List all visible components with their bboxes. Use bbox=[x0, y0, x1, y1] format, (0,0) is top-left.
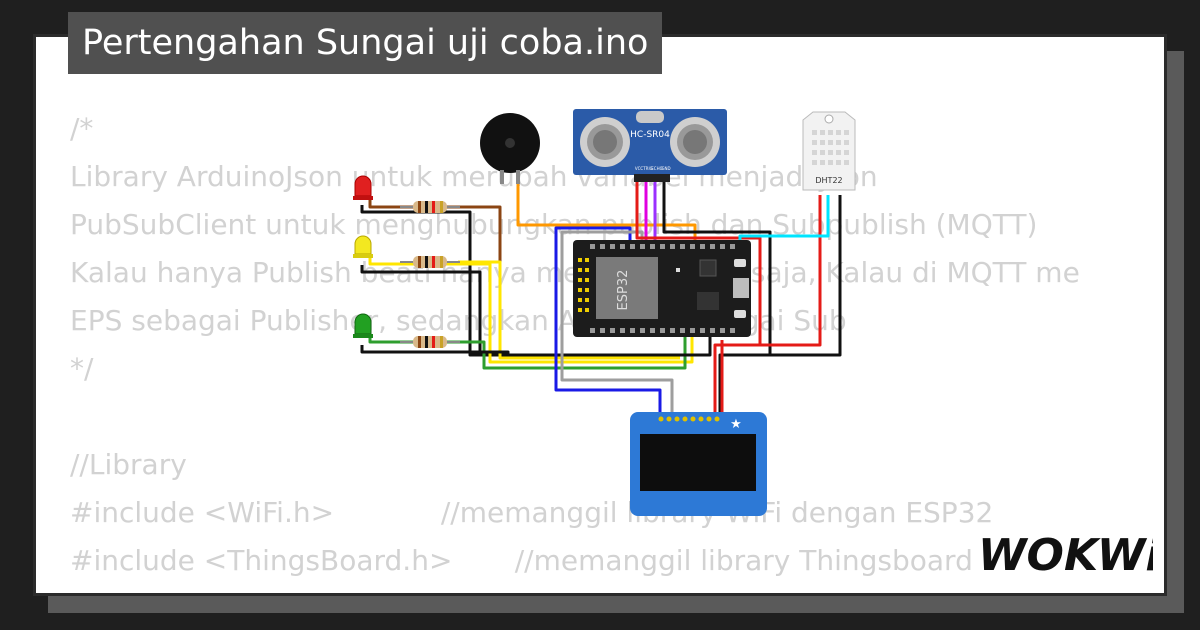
dht22-sensor: DHT22 bbox=[802, 111, 856, 191]
code-line: #include <DHT.h> //memanggil library DHT… bbox=[70, 585, 1080, 593]
wire-red-dht bbox=[760, 195, 822, 347]
wire-gray bbox=[560, 230, 674, 417]
esp32-board: ESP32 bbox=[573, 240, 751, 337]
oled-display: ★ bbox=[630, 412, 767, 516]
wire-black-led-green bbox=[360, 332, 712, 357]
wire-black-gnd bbox=[662, 180, 772, 417]
wokwi-logo: WOKWi bbox=[978, 530, 1153, 578]
resistor bbox=[400, 336, 460, 348]
pin-label: VCC bbox=[635, 166, 644, 171]
ultrasonic-label: HC-SR04 bbox=[630, 130, 670, 140]
wire-black-dht bbox=[770, 195, 842, 357]
code-line: #include <ThingsBoard.h> //memanggil lib… bbox=[70, 544, 973, 577]
code-line: /* bbox=[70, 112, 94, 145]
dht22-label: DHT22 bbox=[815, 176, 842, 185]
wire-black-led-red bbox=[360, 205, 560, 357]
star-icon: ★ bbox=[730, 417, 742, 432]
code-line: Library ArduinoJson untuk merubah variab… bbox=[70, 160, 878, 193]
wire-yellow bbox=[368, 255, 694, 364]
wire-green bbox=[368, 332, 687, 370]
wire-red-vcc bbox=[635, 180, 762, 417]
wire-black-led-yellow bbox=[360, 265, 482, 355]
pin-label: GND bbox=[661, 166, 670, 171]
code-line: //Library bbox=[70, 448, 187, 481]
resistor bbox=[400, 256, 460, 268]
ultrasonic-sensor: HC-SR04 VCC TRIG ECHO GND bbox=[573, 109, 727, 182]
led-red bbox=[353, 175, 373, 200]
wire-cyan-dht bbox=[738, 195, 830, 248]
esp32-label: ESP32 bbox=[616, 270, 631, 311]
wire-yellow-2 bbox=[458, 260, 680, 360]
resistor bbox=[400, 201, 460, 213]
pin-label: TRIG bbox=[642, 166, 653, 171]
led-green bbox=[353, 313, 373, 338]
buzzer bbox=[480, 113, 540, 184]
pin-label: ECHO bbox=[651, 166, 662, 171]
logo-text: WOKWi bbox=[978, 530, 1153, 578]
code-line: */ bbox=[70, 352, 94, 385]
page-title: Pertengahan Sungai uji coba.ino bbox=[68, 12, 663, 74]
led-yellow bbox=[353, 235, 373, 258]
